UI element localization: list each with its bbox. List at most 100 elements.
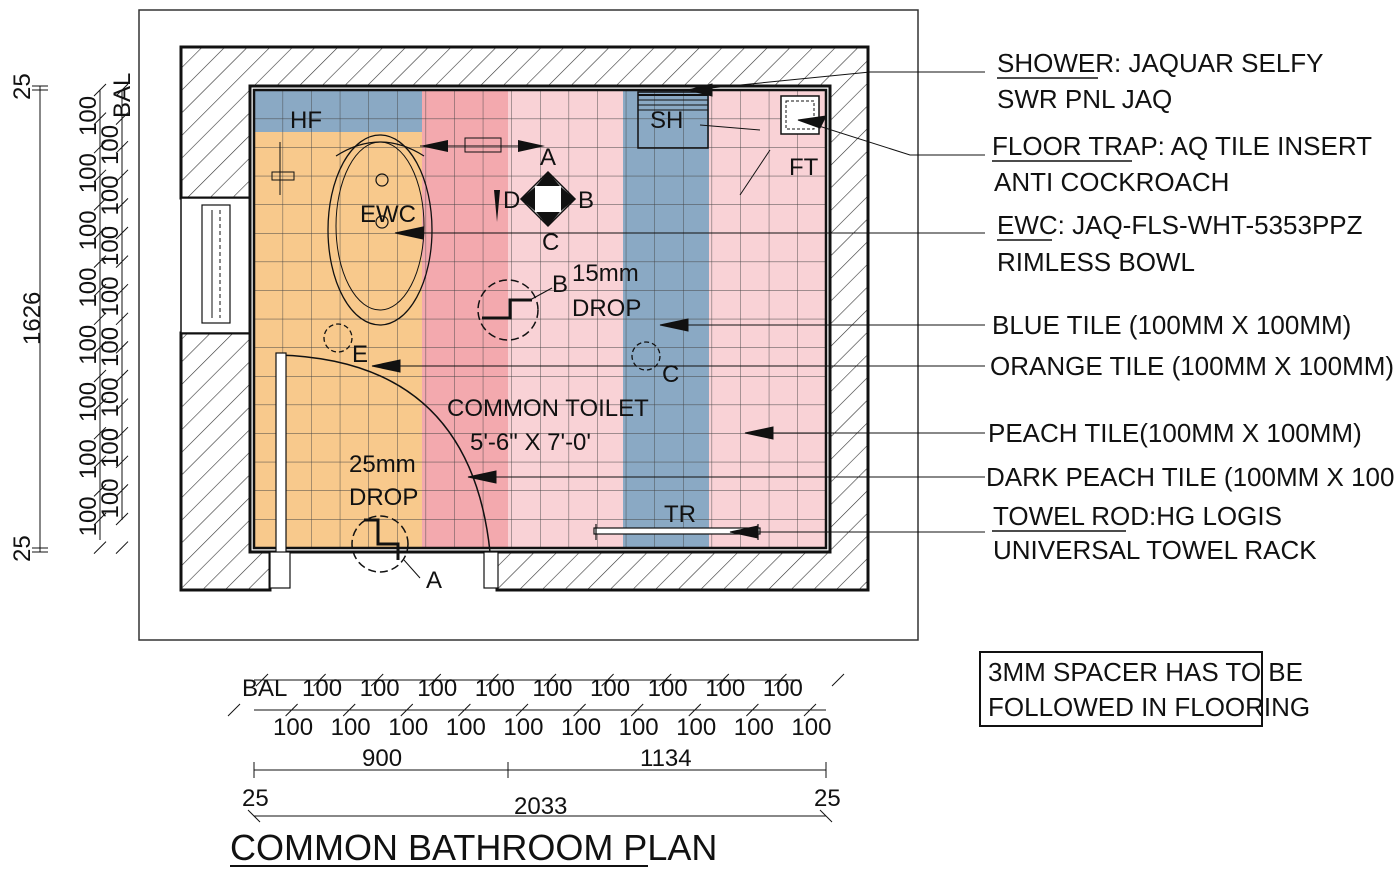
room-name: COMMON TOILET: [447, 395, 649, 422]
legend-ewc-line1: EWC: JAQ-FLS-WHT-5353PPZ: [997, 210, 1363, 240]
fixture-label-sh: SH: [650, 107, 683, 134]
dim-bottom-right-25: 25: [814, 785, 841, 812]
dimension-tick: [93, 83, 107, 97]
legend-trap-line2: ANTI COCKROACH: [994, 167, 1229, 197]
dimension-tick: [93, 255, 107, 268]
left-dimension-values: 1001001001001001001001001001001001001001…: [75, 96, 124, 536]
fixture-label-tr: TR: [664, 501, 696, 528]
dimension-tick: [285, 703, 298, 717]
dimension-tick: [93, 398, 107, 411]
dim-bottom-100-row2: 100: [734, 714, 774, 741]
health-faucet: [271, 142, 295, 195]
dim-left-100-col2: 100: [97, 175, 124, 215]
legend-towel-line1: TOWEL ROD:HG LOGIS: [993, 501, 1282, 531]
dimension-tick: [370, 673, 384, 687]
dim-left-bottom: 25: [9, 535, 36, 562]
dim-bottom-100-row1: 100: [417, 675, 457, 702]
drawing-title: COMMON BATHROOM PLAN: [230, 827, 717, 868]
dimension-tick: [486, 673, 499, 687]
dimension-tick: [658, 673, 672, 687]
dimension-tick: [115, 484, 129, 497]
door-swing: [269, 352, 499, 589]
legend-shower-line2: SWR PNL JAQ: [997, 84, 1172, 114]
dim-left-100-col1: 100: [75, 153, 102, 193]
dimension-tick: [458, 703, 471, 717]
dim-left-100-col1: 100: [75, 496, 102, 536]
dim-bottom-100-row2: 100: [619, 714, 659, 741]
marker-b-level: B: [552, 271, 568, 298]
legend-ewc-line2: RIMLESS BOWL: [997, 247, 1195, 277]
shower-panel: [637, 91, 709, 149]
drop-25-word: DROP: [349, 484, 418, 511]
dim-bottom-100-row2: 100: [561, 714, 601, 741]
dimension-tick: [93, 541, 107, 554]
dim-bottom-900: 900: [362, 745, 402, 772]
dim-bottom-100-row1: 100: [302, 675, 342, 702]
dimension-tick: [93, 455, 107, 469]
dim-bottom-100-row2: 100: [388, 714, 428, 741]
fixture-label-ewc: EWC: [360, 201, 416, 228]
dimension-tick: [93, 484, 107, 497]
dim-left-100-col2: 100: [97, 226, 124, 266]
dim-bottom-100-row1: 100: [532, 675, 572, 702]
dimension-tick: [115, 140, 129, 154]
left-tick-marks: [93, 83, 129, 554]
legend-peach-tile: PEACH TILE(100MM X 100MM): [988, 418, 1362, 448]
room-size: 5'-6" X 7'-0': [470, 429, 591, 456]
dim-left-100-col1: 100: [75, 96, 102, 136]
level-marker-b: [477, 279, 553, 341]
dimension-tick: [573, 703, 586, 717]
dimension-tick: [428, 673, 442, 687]
dimension-tick: [93, 198, 107, 211]
dimension-tick: [93, 226, 107, 240]
dim-bottom-100-row1: 100: [475, 675, 515, 702]
dim-left-100-col1: 100: [75, 325, 102, 365]
legend-trap-line1: FLOOR TRAP: AQ TILE INSERT: [992, 131, 1372, 161]
dimension-tick: [227, 703, 241, 717]
dimension-tick: [115, 283, 129, 297]
dim-left-bal: BAL: [109, 73, 136, 118]
dim-left-top: 25: [9, 73, 36, 100]
ewc-bowl: [327, 134, 433, 326]
marker-d-top: D: [503, 187, 520, 214]
dimension-tick: [774, 673, 787, 687]
dim-left-100-col2: 100: [97, 276, 124, 316]
legend-towel-line2: UNIVERSAL TOWEL RACK: [993, 535, 1317, 565]
dim-left-100-col2: 100: [97, 478, 124, 518]
mirror-symbol: [420, 137, 545, 153]
marker-c-top: C: [542, 229, 559, 256]
dim-left-100-col1: 100: [75, 210, 102, 250]
fixture-label-ft: FT: [789, 154, 819, 181]
dimension-tick: [716, 673, 730, 687]
level-marker-e: [323, 323, 353, 353]
dimension-tick: [115, 341, 129, 354]
dim-left-100-col1: 100: [75, 439, 102, 479]
dimension-tick: [115, 312, 129, 326]
dimension-tick: [601, 673, 614, 687]
legend-dark-peach-tile: DARK PEACH TILE (100MM X 100MM): [986, 462, 1396, 492]
leader-lines: [371, 71, 985, 539]
dim-bottom-100-row2: 100: [331, 714, 371, 741]
drop-15-value: 15mm: [572, 260, 639, 287]
legend-blue-tile: BLUE TILE (100MM X 100MM): [992, 310, 1351, 340]
dim-left-100-col2: 100: [97, 125, 124, 165]
tile-zones: [252, 88, 828, 550]
floor-trap: [780, 95, 820, 135]
dimension-tick: [400, 703, 414, 717]
dimension-tick: [115, 369, 129, 383]
dim-bottom-bal: BAL: [242, 675, 287, 702]
dimension-tick: [93, 169, 107, 183]
room-outline: [248, 84, 832, 554]
dimension-tick: [93, 283, 107, 297]
level-marker-a: [351, 515, 421, 579]
marker-a-top: A: [540, 144, 556, 171]
dimension-tick: [342, 703, 356, 717]
dimension-tick: [115, 112, 129, 125]
legend-underlines: [992, 77, 1132, 532]
legend-orange-tile: ORANGE TILE (100MM X 100MM): [990, 351, 1394, 381]
level-marker-c: [631, 341, 661, 371]
dimension-tick: [115, 83, 129, 97]
dim-left-100-col2: 100: [97, 327, 124, 367]
dimension-tick: [93, 369, 107, 383]
